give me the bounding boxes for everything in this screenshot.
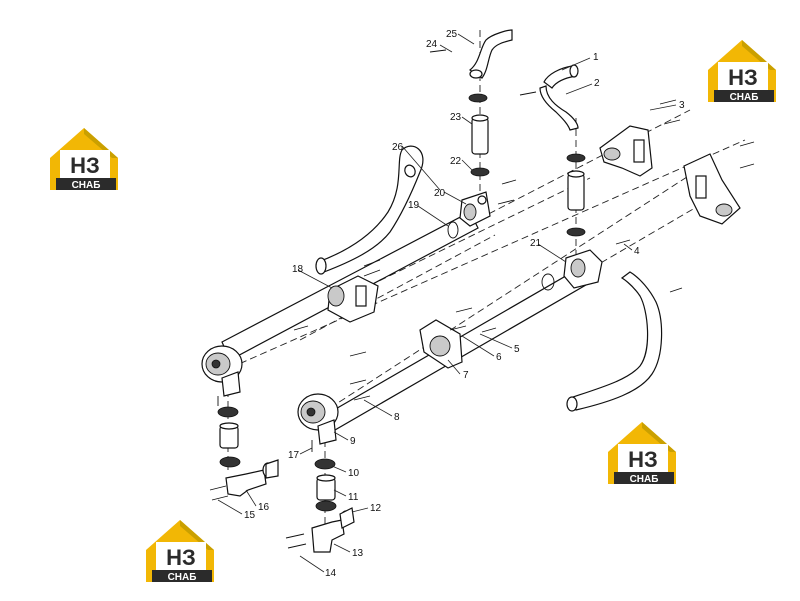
svg-text:НЗ: НЗ (728, 65, 758, 90)
callout-13: 13 (352, 548, 364, 559)
callout-11: 11 (348, 492, 359, 503)
hose-11 (316, 474, 336, 501)
clamp-24 (468, 93, 488, 103)
seal-19 (447, 221, 459, 239)
fasteners (209, 49, 755, 549)
pump-housing-9 (297, 393, 339, 445)
callout-2: 2 (594, 78, 600, 89)
svg-text:СНАБ: СНАБ (630, 474, 659, 485)
callout-21: 21 (530, 238, 542, 249)
callout-19: 19 (408, 200, 420, 211)
leader-lines (217, 33, 677, 573)
callout-10: 10 (348, 468, 360, 479)
elbow-16 (225, 459, 279, 497)
clamp-left-upper (217, 406, 239, 418)
flange-plate-7 (419, 319, 463, 369)
clamp-upper-right (566, 153, 586, 163)
callout-23: 23 (450, 112, 462, 123)
hose-right (567, 170, 585, 211)
callout-16: 16 (258, 502, 270, 513)
bracket-right-far (683, 153, 741, 225)
hose-left (219, 422, 239, 449)
clamp-lower-center (315, 500, 337, 512)
callout-7: 7 (463, 370, 469, 381)
callout-9: 9 (350, 436, 356, 447)
clamp-10 (314, 458, 336, 470)
svg-text:СНАБ: СНАБ (730, 92, 759, 103)
callout-1: 1 (593, 52, 599, 63)
callout-17: 17 (288, 450, 300, 461)
svg-text:НЗ: НЗ (166, 545, 196, 570)
logo-bottom-right: НЗ СНАБ (608, 422, 676, 485)
svg-text:СНАБ: СНАБ (72, 180, 101, 191)
callout-3: 3 (679, 100, 685, 111)
clamp-right-lower (566, 227, 586, 237)
clamp-left-lower (219, 456, 241, 468)
callout-numbers: 1 2 3 4 5 6 7 8 9 10 11 12 13 14 15 16 1… (244, 29, 685, 579)
svg-text:НЗ: НЗ (70, 153, 100, 178)
clamp-22 (470, 167, 490, 177)
svg-text:СНАБ: СНАБ (168, 572, 197, 583)
hose-23 (471, 114, 489, 155)
svg-text:НЗ: НЗ (628, 447, 658, 472)
logo-left: НЗ СНАБ (50, 128, 118, 191)
logo-top-right: НЗ СНАБ (708, 40, 776, 103)
pump-housing-left (201, 345, 243, 397)
bracket-18 (327, 275, 379, 323)
callout-24: 24 (426, 39, 438, 50)
callout-6: 6 (496, 352, 502, 363)
hose-elbow-1 (539, 64, 579, 131)
callout-18: 18 (292, 264, 304, 275)
callout-8: 8 (394, 412, 400, 423)
callout-15: 15 (244, 510, 256, 521)
callout-12: 12 (370, 503, 382, 514)
callout-22: 22 (450, 156, 462, 167)
housing-20 (459, 191, 491, 227)
callout-5: 5 (514, 344, 520, 355)
callout-4: 4 (634, 246, 640, 257)
callout-26: 26 (392, 142, 404, 153)
logo-bottom-left: НЗ СНАБ (146, 520, 214, 583)
gasket-12 (339, 507, 355, 529)
hose-elbow-25 (468, 29, 513, 79)
bracket-3 (599, 125, 653, 177)
tee-fitting-21 (541, 249, 603, 291)
callout-20: 20 (434, 188, 446, 199)
callout-14: 14 (325, 568, 337, 579)
callout-25: 25 (446, 29, 458, 40)
